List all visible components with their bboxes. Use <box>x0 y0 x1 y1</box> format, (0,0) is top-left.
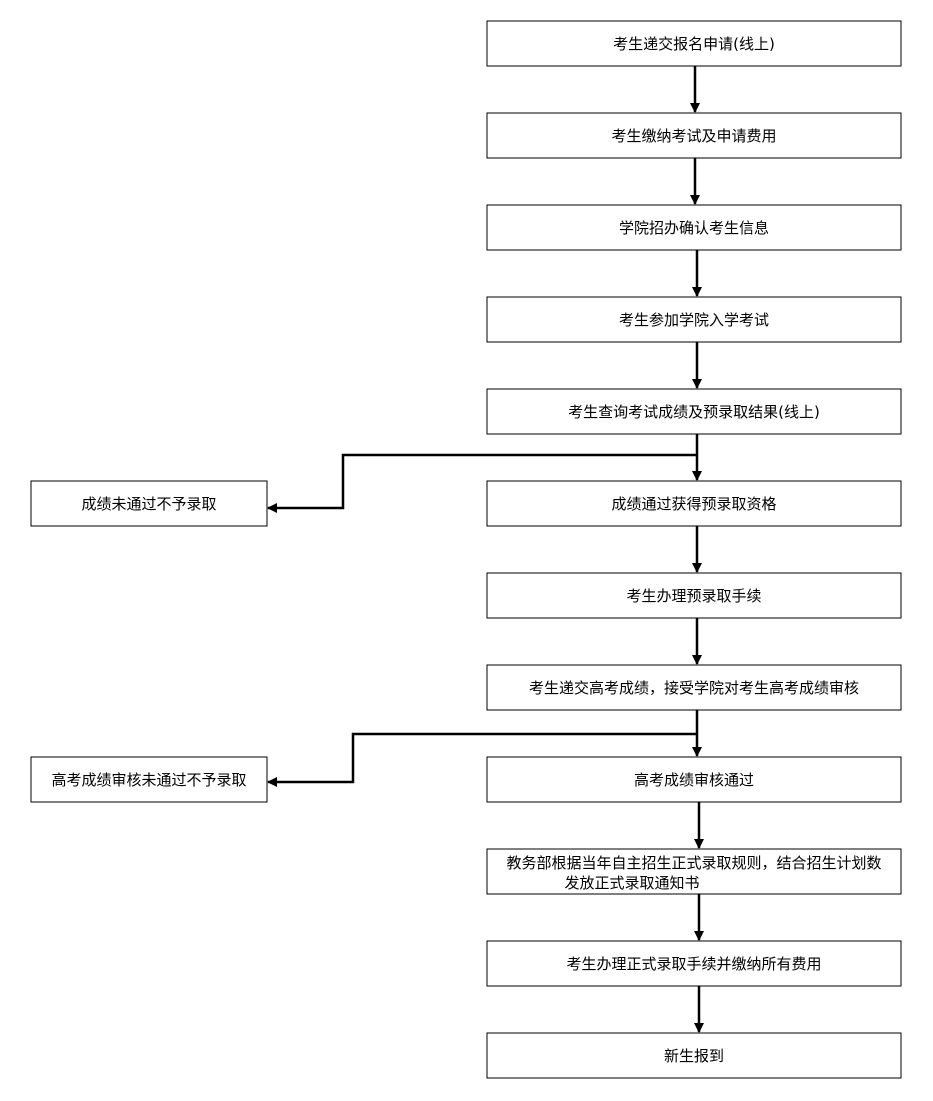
step-box-2: 考生缴纳考试及申请费用 <box>486 112 902 159</box>
step-box-12: 新生报到 <box>486 1032 902 1079</box>
step-box-6: 成绩通过获得预录取资格 <box>486 480 902 527</box>
step-label-11: 考生办理正式录取手续并缴纳所有费用 <box>566 955 821 973</box>
step-label-4: 考生参加学院入学考试 <box>619 311 769 329</box>
step-label-6: 成绩通过获得预录取资格 <box>611 495 776 513</box>
step-label-12: 新生报到 <box>664 1047 724 1065</box>
step-label-1: 考生递交报名申请(线上) <box>613 35 775 53</box>
step-label-10-line1: 教务部根据当年自主招生正式录取规则，结合招生计划数 <box>506 854 881 872</box>
step-box-9: 高考成绩审核通过 <box>486 756 902 803</box>
step-label-10-line2: 发放正式录取通知书 <box>564 874 699 892</box>
step-box-11: 考生办理正式录取手续并缴纳所有费用 <box>486 940 902 987</box>
step-label-9: 高考成绩审核通过 <box>634 771 754 789</box>
branch-arrow-rejection-2 <box>267 732 697 787</box>
step-label-2: 考生缴纳考试及申请费用 <box>611 127 776 145</box>
rejection-box-2: 高考成绩审核未通过不予录取 <box>30 756 268 803</box>
step-box-1: 考生递交报名申请(线上) <box>486 20 902 67</box>
rejection-box-1: 成绩未通过不予录取 <box>30 480 268 527</box>
step-box-3: 学院招办确认考生信息 <box>486 204 902 251</box>
step-box-5: 考生查询考试成绩及预录取结果(线上) <box>486 388 902 435</box>
rejection-label-1: 成绩未通过不予录取 <box>81 495 216 513</box>
step-box-4: 考生参加学院入学考试 <box>486 296 902 343</box>
step-label-8: 考生递交高考成绩，接受学院对考生高考成绩审核 <box>529 679 859 697</box>
step-box-10: 教务部根据当年自主招生正式录取规则，结合招生计划数 发放正式录取通知书 <box>486 848 902 895</box>
step-box-8: 考生递交高考成绩，接受学院对考生高考成绩审核 <box>486 664 902 711</box>
rejection-label-2: 高考成绩审核未通过不予录取 <box>51 771 246 789</box>
branch-arrow-rejection-1 <box>267 453 697 513</box>
step-label-3: 学院招办确认考生信息 <box>619 219 769 237</box>
step-box-7: 考生办理预录取手续 <box>486 572 902 619</box>
step-label-7: 考生办理预录取手续 <box>626 587 761 605</box>
step-label-5: 考生查询考试成绩及预录取结果(线上) <box>568 403 820 421</box>
